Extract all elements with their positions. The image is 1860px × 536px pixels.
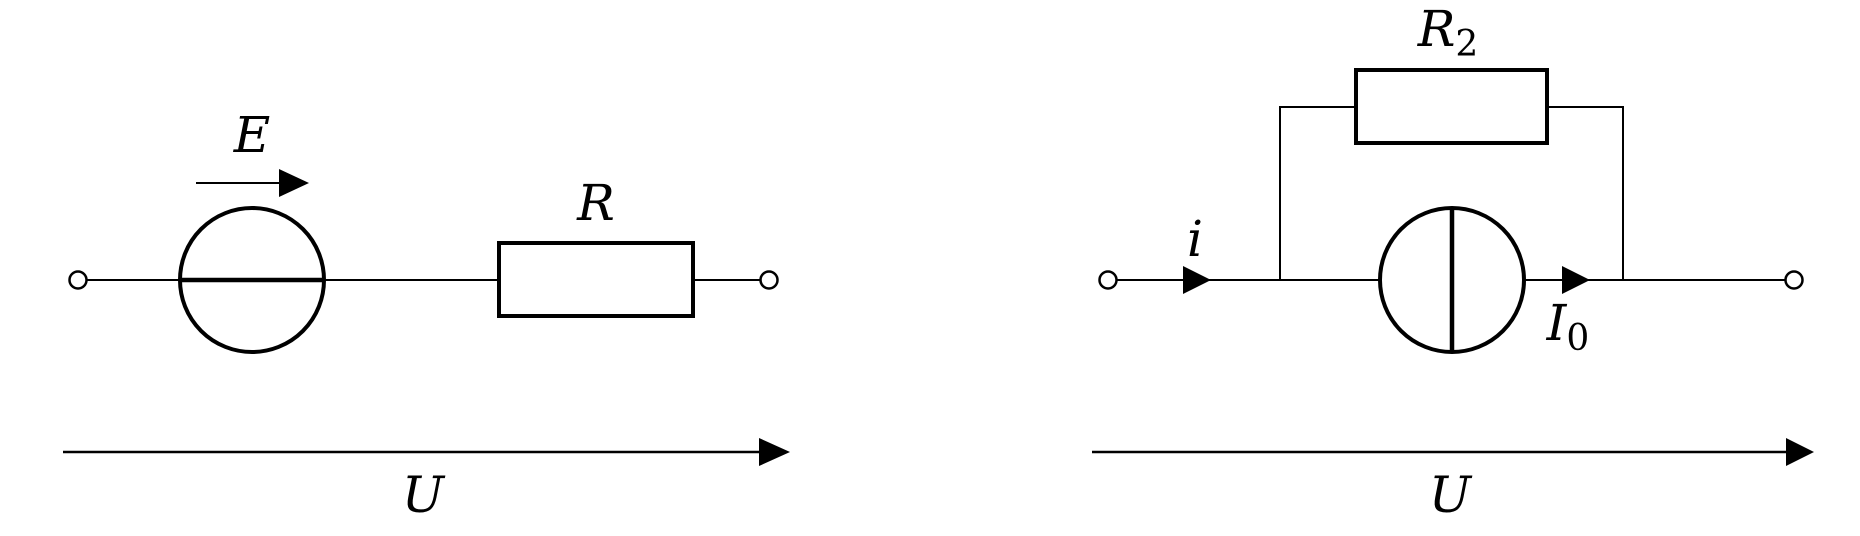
current-source-arrow-icon [1562,266,1590,294]
left-circuit: E R U [63,106,790,524]
label-e: E [233,106,271,164]
label-u-left: U [402,466,446,524]
label-r: R [576,174,615,232]
label-i0: I0 [1546,294,1590,359]
resistor-r-icon [497,241,695,318]
current-i-arrow-icon [1183,266,1211,294]
right-terminal-in-icon [1098,270,1118,290]
right-circuit: i R2 I0 U [1092,0,1814,524]
right-voltage-arrow-icon [1092,438,1814,466]
parallel-branch-right [1547,106,1624,280]
voltage-source-icon [178,206,326,354]
label-r2: R2 [1417,0,1479,65]
left-terminal-out-icon [759,270,779,290]
resistor-r2-icon [1354,68,1549,145]
current-source-icon [1378,206,1526,354]
left-terminal-in-icon [68,270,88,290]
label-i: i [1187,210,1203,268]
emf-direction-arrow-icon [196,169,309,197]
left-voltage-arrow-icon [63,438,790,466]
label-u-right: U [1429,466,1473,524]
parallel-branch-left [1279,106,1355,280]
right-terminal-out-icon [1784,270,1804,290]
